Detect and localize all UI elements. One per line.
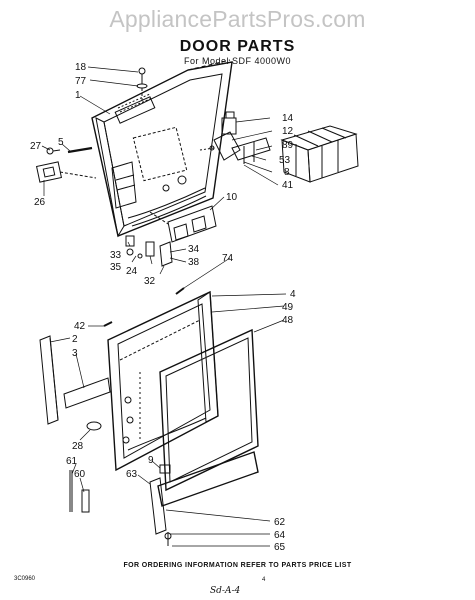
- callout-61: 61: [66, 456, 78, 467]
- handwritten-note: Sd-A-4: [210, 586, 241, 596]
- callout-60: 60: [74, 469, 86, 480]
- callout-77: 77: [75, 76, 87, 87]
- callout-35: 35: [110, 262, 122, 273]
- callout-49: 49: [282, 302, 294, 313]
- callout-labels: 18 77 1 14 12 89 53 8 41 27 5 26 10 33 3…: [30, 62, 296, 553]
- detergent-basket: [280, 125, 359, 183]
- screw-74: [175, 287, 185, 295]
- inner-door-panel: [91, 59, 233, 238]
- callout-9: 9: [148, 455, 154, 466]
- watermark: AppliancePartsPros.com: [109, 6, 366, 32]
- plug-28: [86, 421, 102, 431]
- callout-33: 33: [110, 250, 122, 261]
- callout-63: 63: [126, 469, 138, 480]
- hinge-bolts: [69, 470, 90, 513]
- top-screw: [136, 67, 148, 102]
- kick-panel: [149, 451, 259, 546]
- callout-28: 28: [72, 441, 84, 452]
- callout-1: 1: [75, 90, 81, 101]
- callout-14: 14: [282, 113, 294, 124]
- callout-53: 53: [279, 155, 291, 166]
- small-latch-parts: [125, 235, 173, 267]
- callout-89: 89: [282, 140, 294, 151]
- callout-4: 4: [290, 289, 296, 300]
- callout-62: 62: [274, 517, 286, 528]
- callout-8: 8: [284, 167, 290, 178]
- outer-door-panel: [159, 328, 259, 492]
- callout-74: 74: [222, 253, 234, 264]
- page-number: 4: [262, 577, 266, 583]
- callout-26: 26: [34, 197, 46, 208]
- callout-48: 48: [282, 315, 294, 326]
- ordering-note: FOR ORDERING INFORMATION REFER TO PARTS …: [123, 562, 352, 569]
- page-title: DOOR PARTS: [179, 38, 296, 55]
- side-latch-parts: [35, 146, 97, 183]
- callout-12: 12: [282, 126, 294, 137]
- callout-24: 24: [126, 266, 138, 277]
- callout-32: 32: [144, 276, 156, 287]
- callout-27: 27: [30, 141, 42, 152]
- document-code: 3C0960: [14, 576, 36, 582]
- callout-10: 10: [226, 192, 238, 203]
- callout-3: 3: [72, 348, 78, 359]
- callout-5: 5: [58, 137, 64, 148]
- callout-64: 64: [274, 530, 286, 541]
- callout-2: 2: [72, 334, 78, 345]
- outer-door-frame: [107, 290, 219, 472]
- callout-18: 18: [75, 62, 87, 73]
- hinge-parts: [199, 111, 271, 164]
- side-trim: [39, 321, 113, 425]
- callout-42: 42: [74, 321, 86, 332]
- callout-41: 41: [282, 180, 294, 191]
- callout-65: 65: [274, 542, 286, 553]
- leader-lines: [41, 66, 287, 547]
- callout-34: 34: [188, 244, 200, 255]
- model-subtitle: For Model SDF 4000W0: [183, 56, 292, 66]
- callout-38: 38: [188, 257, 200, 268]
- latch-bracket: [149, 205, 217, 243]
